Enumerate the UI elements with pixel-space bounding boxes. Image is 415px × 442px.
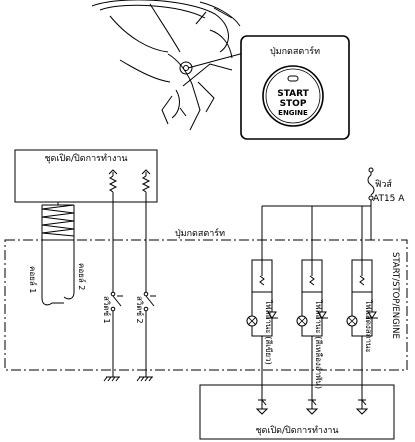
fuse: ฟิวส์ AT15 A (367, 167, 405, 206)
start-button-box: ปุ่มกดสตาร์ท START/STOP/ENGINE (4, 227, 408, 371)
bottom-unit-label: ชุดเปิด/ปิดการทำงาน (255, 425, 338, 436)
switch-2-label: สวิตซ์ 2 (135, 296, 145, 324)
top-control-unit: ชุดเปิด/ปิดการทำงาน (14, 149, 158, 203)
lamp-amber-label: ไฟสถานะ (สีเหลืองอำพัน) (314, 299, 323, 389)
button-text-line-3: ENGINE (278, 109, 308, 117)
supply-bus (261, 205, 372, 260)
lamp-illum-circuit: ไฟแสดงสถานะ (346, 259, 378, 395)
button-indicator-icon (287, 75, 299, 82)
resistor-2 (141, 169, 151, 202)
resistor-1 (108, 169, 118, 202)
button-text-line-1: START (277, 89, 309, 99)
switch-2: สวิตซ์ 2 (135, 202, 156, 382)
start-stop-engine-side-label: START/STOP/ENGINE (390, 252, 400, 339)
switch-1-label: สวิตซ์ 1 (102, 296, 112, 324)
ground-icon (136, 376, 153, 382)
transistor-3 (355, 395, 369, 415)
lamp-green-label: ไฟสถานะ (สีเขียว) (264, 299, 273, 365)
lamp-amber-circuit: ไฟสถานะ (สีเหลืองอำพัน) (296, 259, 328, 395)
start-button-box-title: ปุ่มกดสตาร์ท (175, 227, 225, 239)
button-text-line-2: STOP (280, 99, 307, 109)
coil-1-label: คอยล์ 1 (28, 266, 38, 293)
antenna-coil-link (41, 202, 75, 241)
coils: คอยล์ 1 คอยล์ 2 (28, 240, 87, 306)
switch-1: สวิตซ์ 1 (102, 202, 123, 382)
dashboard-illustration (91, 0, 256, 131)
fuse-rating: AT15 A (373, 194, 405, 204)
coil-2-label: คอยล์ 2 (77, 263, 87, 290)
start-stop-button (262, 65, 324, 127)
fuse-label: ฟิวส์ (375, 178, 392, 190)
ground-icon (103, 376, 120, 382)
transistor-1 (255, 395, 269, 415)
transistor-2 (305, 395, 319, 415)
bottom-control-unit: ชุดเปิด/ปิดการทำงาน (199, 384, 395, 440)
inset-title: ปุ่มกดสตาร์ท (270, 45, 320, 57)
lamp-green-circuit: ไฟสถานะ (สีเขียว) (246, 259, 278, 395)
start-button-inset: ปุ่มกดสตาร์ท START STOP ENGINE (240, 35, 350, 140)
top-unit-label: ชุดเปิด/ปิดการทำงาน (44, 153, 127, 164)
lamp-illum-label: ไฟแสดงสถานะ (364, 299, 373, 353)
